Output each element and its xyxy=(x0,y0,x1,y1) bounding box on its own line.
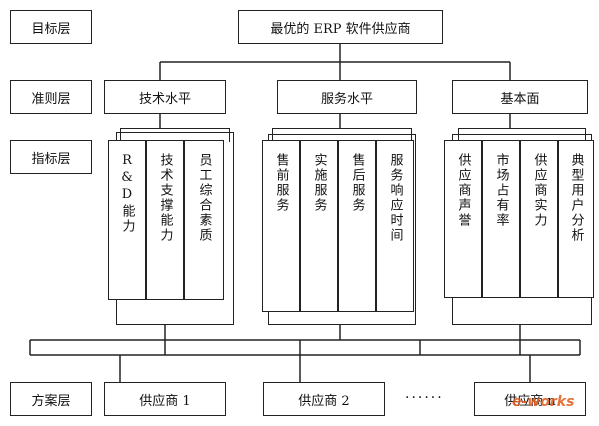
criteria-service-text: 服务水平 xyxy=(320,91,373,107)
indicator-rd: R&D能力 xyxy=(108,140,146,300)
criteria-tech: 技术水平 xyxy=(104,80,226,114)
level-label-criteria: 准则层 xyxy=(10,80,92,114)
level-label-indicator: 指标层 xyxy=(10,140,92,174)
goal-box-text: 最优的 ERP 软件供应商 xyxy=(270,21,411,37)
indicator-staff-text: 员工综合素质 xyxy=(196,153,212,243)
indicator-implementation: 实施服务 xyxy=(300,140,338,312)
indicator-aftersale-text: 售后服务 xyxy=(349,153,365,213)
criteria-basic: 基本面 xyxy=(452,80,588,114)
level-label-goal: 目标层 xyxy=(10,10,92,44)
level-label-scheme-text: 方案层 xyxy=(31,393,71,409)
scheme-supplier-n: 供应商 n xyxy=(474,382,586,416)
scheme-supplier-2-text: 供应商 2 xyxy=(298,393,350,409)
watermark-logo: e-works xyxy=(512,394,575,410)
indicator-tech-support-text: 技术支撑能力 xyxy=(157,153,173,243)
indicator-aftersale: 售后服务 xyxy=(338,140,376,312)
scheme-supplier-1-text: 供应商 1 xyxy=(139,393,191,409)
scheme-ellipsis: ······ xyxy=(405,390,444,406)
criteria-tech-text: 技术水平 xyxy=(138,91,191,107)
goal-box: 最优的 ERP 软件供应商 xyxy=(238,10,443,44)
indicator-market-share-text: 市场占有率 xyxy=(493,153,509,228)
indicator-response: 服务响应时间 xyxy=(376,140,414,312)
indicator-reputation: 供应商声誉 xyxy=(444,140,482,298)
indicator-reputation-text: 供应商声誉 xyxy=(455,153,471,228)
indicator-tech-support: 技术支撑能力 xyxy=(146,140,184,300)
level-label-indicator-text: 指标层 xyxy=(31,151,71,167)
scheme-supplier-n-text: 供应商 n xyxy=(504,393,556,409)
service-group-header xyxy=(272,128,412,142)
indicator-strength-text: 供应商实力 xyxy=(531,153,547,228)
level-label-goal-text: 目标层 xyxy=(31,21,71,37)
scheme-supplier-2: 供应商 2 xyxy=(263,382,385,416)
indicator-presale: 售前服务 xyxy=(262,140,300,312)
tech-group-header xyxy=(120,128,230,142)
level-label-scheme: 方案层 xyxy=(10,382,92,416)
indicator-implementation-text: 实施服务 xyxy=(311,153,327,213)
indicator-strength: 供应商实力 xyxy=(520,140,558,298)
scheme-supplier-1: 供应商 1 xyxy=(104,382,226,416)
indicator-presale-text: 售前服务 xyxy=(273,153,289,213)
indicator-response-text: 服务响应时间 xyxy=(387,153,403,243)
criteria-basic-text: 基本面 xyxy=(500,91,540,107)
basic-group-header xyxy=(458,128,586,142)
indicator-typical-users-text: 典型用户分析 xyxy=(568,153,584,243)
criteria-service: 服务水平 xyxy=(277,80,417,114)
indicator-rd-text: R&D能力 xyxy=(119,153,135,234)
indicator-staff: 员工综合素质 xyxy=(184,140,224,300)
indicator-typical-users: 典型用户分析 xyxy=(558,140,594,298)
indicator-market-share: 市场占有率 xyxy=(482,140,520,298)
level-label-criteria-text: 准则层 xyxy=(31,91,71,107)
